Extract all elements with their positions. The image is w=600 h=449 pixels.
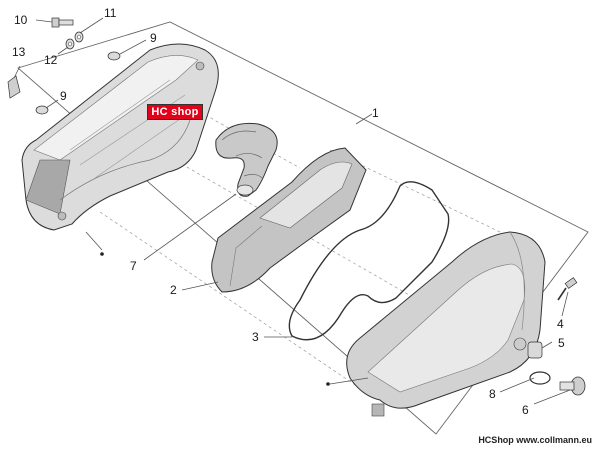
callout-12: 12: [44, 53, 58, 67]
screw-10: [51, 17, 74, 28]
callout-13: 13: [12, 45, 26, 59]
clip-13: [7, 75, 21, 99]
grommet-9-left: [35, 105, 49, 115]
leader-5: [541, 341, 553, 349]
callout-8: 8: [489, 387, 496, 401]
callout-6: 6: [522, 403, 529, 417]
callout-dot: [100, 252, 104, 256]
filter-element: [211, 147, 367, 293]
drain-valve-6: [559, 376, 586, 396]
plug-5: [527, 341, 543, 359]
leader-9b: [45, 99, 59, 109]
leader-cover: [85, 231, 103, 251]
leader-7: [143, 193, 237, 261]
callout-1: 1: [372, 106, 379, 120]
credit-text: HCShop www.collmann.eu: [478, 435, 592, 445]
callout-10: 10: [14, 13, 28, 27]
leader-8: [499, 377, 535, 393]
washer-11: [74, 31, 84, 43]
leader-10: [35, 19, 53, 23]
assembly-line: [99, 211, 371, 396]
leader-4: [561, 291, 569, 317]
assembly-frame: [17, 21, 589, 435]
leader-housing: [329, 377, 369, 385]
callout-7: 7: [130, 259, 137, 273]
leader-12: [57, 46, 69, 55]
callout-dot: [326, 382, 330, 386]
grommet-9-top: [107, 51, 121, 61]
assembly-line: [199, 111, 301, 169]
callout-9-top: 9: [150, 31, 157, 45]
intake-duct: [215, 122, 278, 197]
hc-shop-logo: HC shop: [147, 104, 203, 120]
gasket-seal: [288, 181, 450, 341]
air-filter-cover: [21, 43, 219, 231]
hose-clamp-8: [529, 371, 551, 385]
leader-13: [13, 65, 21, 79]
screw-4: [557, 277, 578, 301]
air-filter-housing: [346, 231, 546, 417]
leader-2: [181, 281, 219, 291]
washer-12: [65, 38, 75, 50]
leader-6: [533, 389, 571, 405]
callout-5: 5: [558, 336, 565, 350]
leader-11: [79, 17, 104, 34]
callout-4: 4: [557, 317, 564, 331]
callout-9-left: 9: [60, 89, 67, 103]
callout-2: 2: [170, 283, 177, 297]
callout-3: 3: [252, 330, 259, 344]
leader-9a: [119, 39, 147, 55]
callout-11: 11: [104, 6, 117, 20]
leader-1: [355, 113, 373, 125]
